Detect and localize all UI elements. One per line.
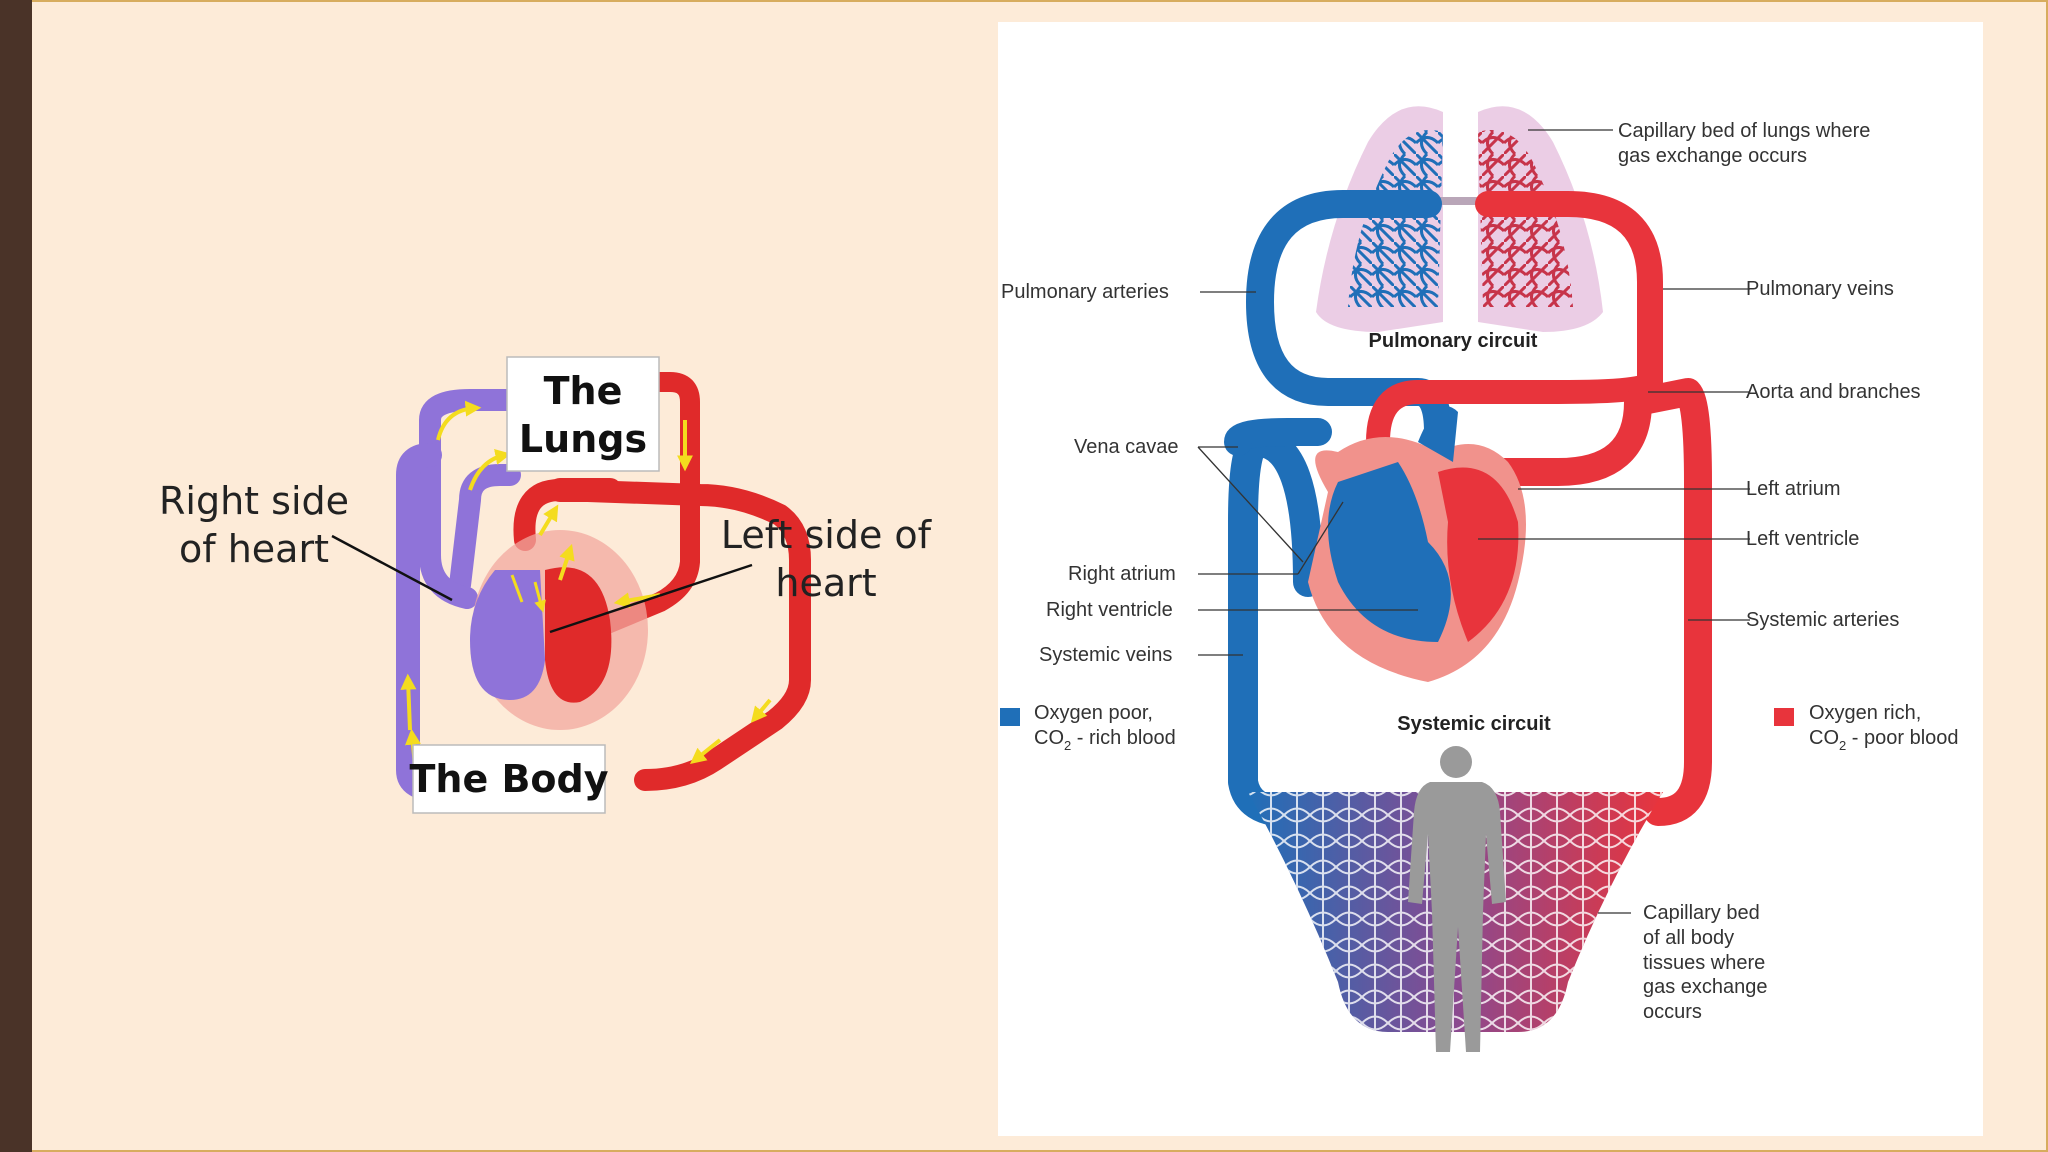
legend-poor-line1: Oxygen poor, <box>1034 702 1153 724</box>
left-ventricle-label: Left ventricle <box>1746 528 1859 550</box>
systemic-veins-label: Systemic veins <box>1039 644 1172 666</box>
oxygenated-vessels <box>513 372 811 791</box>
slide-frame <box>32 0 2048 1152</box>
legend-blue-swatch <box>1000 708 1020 726</box>
legend-rich-co: CO <box>1809 727 1839 749</box>
lungs-box: The Lungs <box>506 356 660 472</box>
body-box: The Body <box>409 744 609 814</box>
left-side-pointer <box>549 563 753 634</box>
pulmonary-circuit-label: Pulmonary circuit <box>1369 330 1538 352</box>
right-side-label-line2: of heart <box>179 527 329 571</box>
detailed-circulation-diagram: Pulmonary circuit Systemic circuit <box>1000 106 1959 1052</box>
capillary-body-label-3: tissues where <box>1643 952 1765 974</box>
legend-poor-co: CO <box>1034 727 1064 749</box>
legend-red-swatch <box>1774 708 1794 726</box>
capillary-body-label-2: of all body <box>1643 927 1734 949</box>
capillary-lungs-label-1: Capillary bed of lungs where <box>1618 120 1870 142</box>
human-figure-icon <box>1408 746 1506 1052</box>
legend-oxygen-poor: Oxygen poor, CO2 - rich blood <box>1000 702 1176 753</box>
body-label: The Body <box>409 757 608 801</box>
left-atrium-label: Left atrium <box>1746 478 1840 500</box>
systemic-arteries-label: Systemic arteries <box>1746 609 1899 631</box>
aorta-label: Aorta and branches <box>1746 381 1921 403</box>
legend-poor-rest: - rich blood <box>1071 727 1176 749</box>
detailed-heart <box>1308 406 1526 682</box>
lungs-label-line2: Lungs <box>519 417 647 461</box>
pulmonary-arteries-label: Pulmonary arteries <box>1001 281 1169 303</box>
capillary-body-label-1: Capillary bed <box>1643 902 1760 924</box>
legend-rich-sub: 2 <box>1839 738 1846 753</box>
detailed-circulation-panel: Pulmonary circuit Systemic circuit <box>998 22 1983 1136</box>
legend-poor-sub: 2 <box>1064 738 1071 753</box>
left-side-label-line2: heart <box>775 561 876 605</box>
legend-rich-rest: - poor blood <box>1846 727 1958 749</box>
lungs-label-line1: The <box>544 369 623 413</box>
pulmonary-vessels <box>1246 190 1663 496</box>
right-atrium-label: Right atrium <box>1068 563 1176 585</box>
legend-oxygen-rich: Oxygen rich, CO2 - poor blood <box>1774 702 1959 753</box>
simple-circulation-diagram: The Lungs The Body Right side of heart L… <box>159 356 933 814</box>
capillary-body-label-4: gas exchange <box>1643 976 1768 998</box>
systemic-vessels <box>1224 378 1712 827</box>
right-side-pointer <box>331 534 453 602</box>
svg-text:CO2 - poor blood: CO2 - poor blood <box>1809 727 1959 753</box>
slide-left-bar <box>0 0 32 1152</box>
svg-text:CO2 - rich blood: CO2 - rich blood <box>1034 727 1176 753</box>
label-leaders <box>1197 129 1750 914</box>
vena-cavae-label: Vena cavae <box>1074 436 1179 458</box>
capillary-body-label-5: occurs <box>1643 1001 1702 1023</box>
simple-heart <box>470 530 648 730</box>
left-side-label-line1: Left side of <box>721 513 933 557</box>
right-ventricle-label: Right ventricle <box>1046 599 1173 621</box>
lungs <box>1316 106 1603 333</box>
systemic-circuit-label: Systemic circuit <box>1397 713 1551 735</box>
pulmonary-veins-label: Pulmonary veins <box>1746 278 1894 300</box>
capillary-lungs-label-2: gas exchange occurs <box>1618 145 1807 167</box>
legend-rich-line1: Oxygen rich, <box>1809 702 1921 724</box>
right-side-label-line1: Right side <box>159 479 349 523</box>
